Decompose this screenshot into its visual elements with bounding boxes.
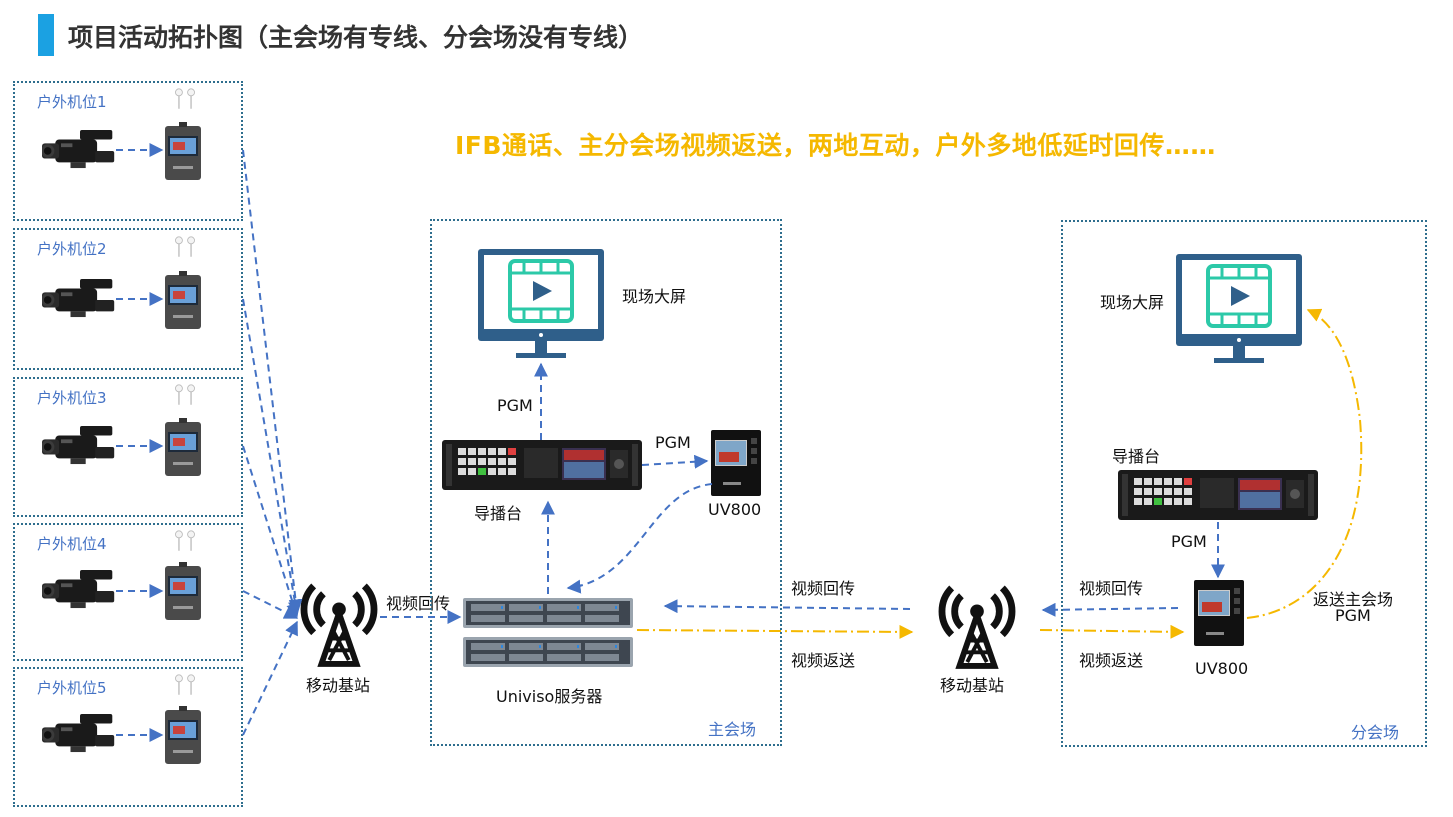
camera-icon — [42, 126, 118, 174]
server-label: Univiso服务器 — [496, 683, 602, 707]
encoder-icon — [165, 562, 201, 622]
middle-tower-label: 移动基站 — [940, 672, 1004, 696]
earphone-icon — [172, 384, 198, 410]
tower-icon — [300, 577, 378, 667]
earphone-icon — [172, 88, 198, 114]
uv800-icon — [711, 430, 761, 496]
earphone-icon — [172, 530, 198, 556]
tower-icon — [938, 579, 1016, 669]
monitor-icon — [1174, 251, 1304, 365]
sub-return-label: 视频回传 — [1079, 575, 1143, 599]
uv800-icon — [1194, 580, 1244, 646]
page-title: 项目活动拓扑图（主会场有专线、分会场没有专线） — [68, 18, 643, 54]
main-uv800-label: UV800 — [708, 500, 761, 519]
switcher-icon — [1118, 468, 1318, 522]
encoder-icon — [165, 122, 201, 182]
server-icon — [463, 637, 633, 667]
middle-return-label: 视频回传 — [791, 575, 855, 599]
left-tower-label: 移动基站 — [306, 672, 370, 696]
monitor-icon — [476, 246, 606, 360]
sub-uv800-label: UV800 — [1195, 659, 1248, 678]
earphone-icon — [172, 236, 198, 262]
switcher-icon — [442, 438, 642, 492]
sub-venue-label: 分会场 — [1351, 719, 1399, 743]
encoder-icon — [165, 706, 201, 766]
encoder-icon — [165, 418, 201, 478]
earphone-icon — [172, 674, 198, 700]
outdoor-position-label: 户外机位2 — [37, 238, 107, 259]
sub-switcher-label: 导播台 — [1112, 443, 1160, 467]
main-screen-label: 现场大屏 — [622, 283, 686, 307]
sub-send-label: 视频返送 — [1079, 647, 1143, 671]
main-pgm-up-label: PGM — [497, 396, 533, 415]
sub-back-label-2: PGM — [1335, 606, 1371, 625]
sub-pgm-label: PGM — [1171, 532, 1207, 551]
encoder-icon — [165, 271, 201, 331]
outdoor-position-label: 户外机位1 — [37, 91, 107, 112]
main-pgm-right-label: PGM — [655, 433, 691, 452]
middle-send-label: 视频返送 — [791, 647, 855, 671]
outdoor-position-label: 户外机位3 — [37, 387, 107, 408]
camera-icon — [42, 566, 118, 614]
main-switcher-label: 导播台 — [474, 500, 522, 524]
server-icon — [463, 598, 633, 628]
sub-screen-label: 现场大屏 — [1100, 289, 1164, 313]
main-venue-label: 主会场 — [708, 716, 756, 740]
camera-icon — [42, 710, 118, 758]
camera-icon — [42, 422, 118, 470]
outdoor-position-label: 户外机位4 — [37, 533, 107, 554]
outdoor-position-label: 户外机位5 — [37, 677, 107, 698]
banner-text: IFB通话、主分会场视频返送，两地互动，户外多地低延时回传…… — [455, 126, 1216, 162]
camera-icon — [42, 275, 118, 323]
title-accent-bar — [38, 14, 54, 56]
